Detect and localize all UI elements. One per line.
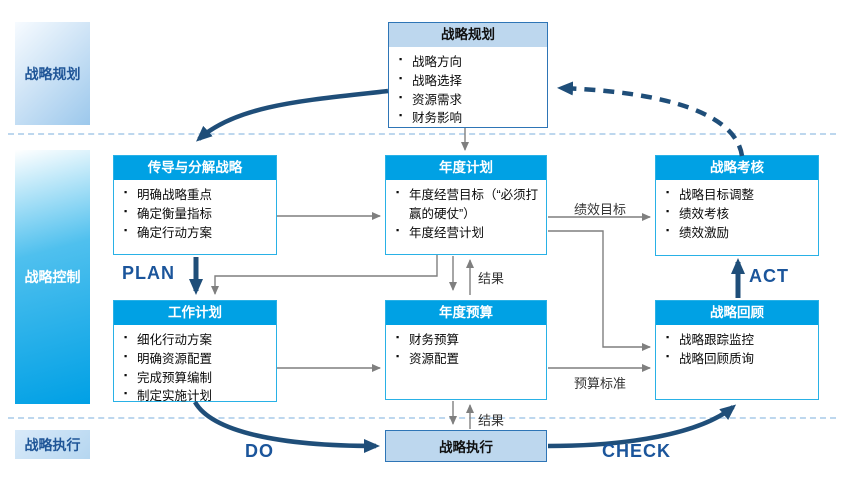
box-strategy-assessment: 战略考核 战略目标调整 绩效考核 绩效激励 <box>655 155 819 256</box>
bullet-item: 战略方向 <box>397 53 541 72</box>
bullet-item: 财务影响 <box>397 109 541 128</box>
bullet-item: 年度经营目标（“必须打赢的硬仗”） <box>394 186 540 224</box>
box-title: 传导与分解战略 <box>114 156 276 180</box>
box-title: 战略规划 <box>389 23 547 47</box>
bullet-item: 战略回顾质询 <box>664 350 812 369</box>
bullet-list: 战略跟踪监控 战略回顾质询 <box>656 331 818 369</box>
bullet-item: 确定行动方案 <box>122 224 270 243</box>
arrow-do-curve <box>193 400 380 453</box>
bullet-item: 确定衡量指标 <box>122 205 270 224</box>
bullet-list: 战略目标调整 绩效考核 绩效激励 <box>656 186 818 242</box>
box-annual-plan: 年度计划 年度经营目标（“必须打赢的硬仗”） 年度经营计划 <box>385 155 547 255</box>
arrow-assessment-to-planning-dashed <box>557 81 745 157</box>
box-title: 战略考核 <box>656 156 818 180</box>
bullet-item: 完成预算编制 <box>122 369 270 388</box>
box-transmit-decompose-strategy: 传导与分解战略 明确战略重点 确定衡量指标 确定行动方案 <box>113 155 277 255</box>
band-strategic-control: 战略控制 <box>15 150 90 404</box>
box-title: 工作计划 <box>114 301 276 325</box>
bullet-list: 明确战略重点 确定衡量指标 确定行动方案 <box>114 186 276 242</box>
line-annual-to-review <box>548 230 651 351</box>
bullet-item: 明确资源配置 <box>122 350 270 369</box>
box-title: 战略回顾 <box>656 301 818 325</box>
bullet-item: 财务预算 <box>394 331 540 350</box>
box-title: 战略执行 <box>439 440 493 455</box>
bullet-list: 细化行动方案 明确资源配置 完成预算编制 制定实施计划 <box>114 331 276 406</box>
bullet-list: 战略方向 战略选择 资源需求 财务影响 <box>389 53 547 128</box>
label-plan: PLAN <box>122 263 175 283</box>
box-strategy-execution: 战略执行 <box>385 430 547 462</box>
bullet-list: 财务预算 资源配置 <box>386 331 546 369</box>
box-annual-budget: 年度预算 财务预算 资源配置 <box>385 300 547 400</box>
bullet-item: 战略目标调整 <box>664 186 812 205</box>
bullet-list: 年度经营目标（“必须打赢的硬仗”） 年度经营计划 <box>386 186 546 242</box>
bullet-item: 战略选择 <box>397 72 541 91</box>
label-result-mid: 结果 <box>478 271 505 286</box>
bullet-item: 年度经营计划 <box>394 224 540 243</box>
bullet-item: 资源配置 <box>394 350 540 369</box>
band-strategic-planning: 战略规划 <box>15 22 90 125</box>
line-annual-to-work <box>211 255 438 295</box>
bullet-item: 绩效激励 <box>664 224 812 243</box>
bullet-item: 细化行动方案 <box>122 331 270 350</box>
band-strategic-execution: 战略执行 <box>15 430 90 459</box>
label-check: CHECK <box>602 441 672 461</box>
box-work-plan: 工作计划 细化行动方案 明确资源配置 完成预算编制 制定实施计划 <box>113 300 277 403</box>
box-title: 年度预算 <box>386 301 546 325</box>
label-result-bottom: 结果 <box>478 413 505 428</box>
band-label: 战略执行 <box>24 436 81 453</box>
section-divider-top <box>8 133 836 135</box>
bullet-item: 资源需求 <box>397 91 541 110</box>
label-act: ACT <box>749 266 789 286</box>
box-title: 年度计划 <box>386 156 546 180</box>
section-divider-bottom <box>8 417 836 419</box>
bullet-item: 战略跟踪监控 <box>664 331 812 350</box>
label-budget-standard: 预算标准 <box>573 376 626 391</box>
bullet-item: 绩效考核 <box>664 205 812 224</box>
bullet-item: 制定实施计划 <box>122 387 270 406</box>
box-strategy-planning: 战略规划 战略方向 战略选择 资源需求 财务影响 <box>388 22 548 128</box>
label-performance-targets: 绩效目标 <box>573 202 626 217</box>
box-strategy-review: 战略回顾 战略跟踪监控 战略回顾质询 <box>655 300 819 400</box>
bullet-item: 明确战略重点 <box>122 186 270 205</box>
label-do: DO <box>245 441 274 461</box>
arrow-planning-to-transmit <box>196 88 389 142</box>
band-label: 战略规划 <box>24 65 81 82</box>
band-label: 战略控制 <box>24 269 81 285</box>
